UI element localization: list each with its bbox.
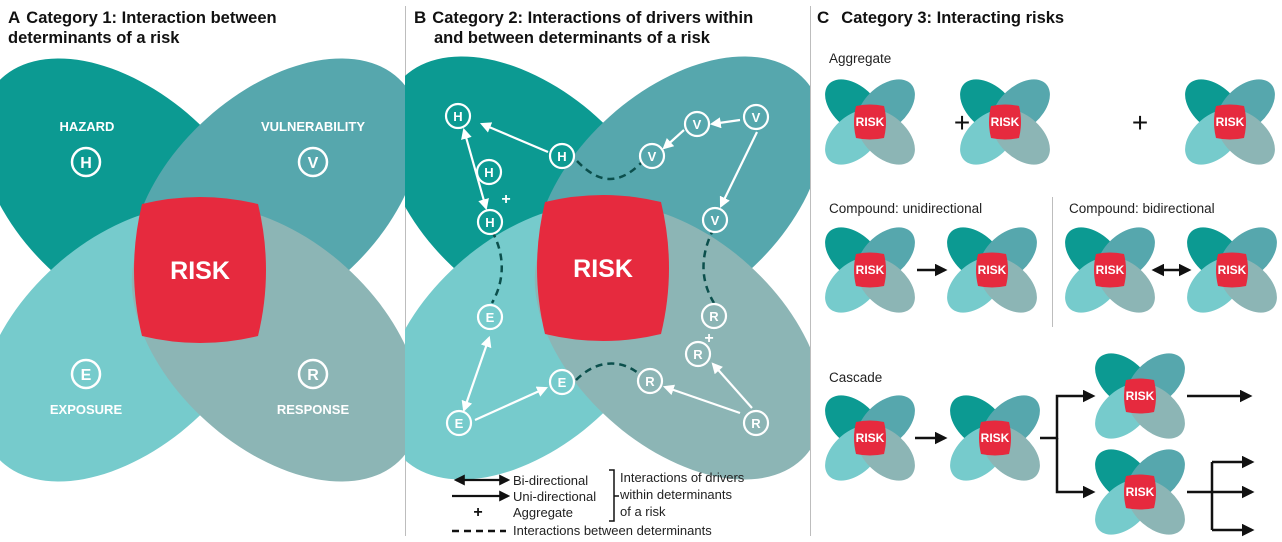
svg-text:V: V	[752, 110, 761, 125]
svg-text:Aggregate: Aggregate	[513, 505, 573, 520]
panel-c-title-text: Category 3: Interacting risks	[841, 9, 1065, 27]
svg-text:V: V	[648, 149, 657, 164]
vulnerability-node-letter: V	[308, 155, 319, 172]
exposure-label: EXPOSURE	[50, 402, 123, 417]
between-determinant-links	[490, 160, 716, 381]
svg-text:E: E	[558, 375, 567, 390]
exposure-node-letter: E	[81, 367, 92, 384]
svg-text:of a risk: of a risk	[620, 504, 666, 519]
compound-bidirectional-label: Compound: bidirectional	[1069, 201, 1215, 216]
panel-b-label: B	[414, 8, 427, 27]
svg-text:RISK: RISK	[1126, 485, 1155, 499]
panel-b-title: B Category 2: Interactions of drivers wit…	[414, 8, 753, 48]
panel-b-legend: + Bi-directional Uni-directional Aggrega…	[452, 469, 745, 538]
panel-c-title: C Category 3: Interacting risks	[817, 8, 1064, 28]
svg-text:Interactions of drivers: Interactions of drivers	[620, 470, 745, 485]
panel-b-title-line2: and between determinants of a risk	[434, 29, 710, 47]
hazard-aggregate-plus: +	[501, 191, 510, 208]
response-label: RESPONSE	[277, 402, 350, 417]
svg-text:H: H	[453, 109, 462, 124]
risk-label: RISK	[170, 257, 230, 285]
svg-text:R: R	[751, 416, 761, 431]
compound-unidirectional-label: Compound: unidirectional	[829, 201, 983, 216]
panel-b-title-line1: Category 2: Interactions of drivers with…	[432, 9, 754, 27]
panel-a-title: A Category 1: Interaction between determi…	[8, 8, 277, 48]
svg-text:+: +	[473, 504, 482, 521]
panel-c-label: C	[817, 8, 830, 27]
svg-text:within determinants: within determinants	[619, 487, 732, 502]
divider-ab	[405, 6, 406, 536]
aggregate-plus-1: +	[954, 107, 970, 138]
vulnerability-label: VULNERABILITY	[261, 119, 365, 134]
svg-text:Interactions between determina: Interactions between determinants	[513, 523, 712, 538]
svg-text:RISK: RISK	[856, 431, 885, 445]
driver-nodes	[444, 102, 770, 437]
svg-text:RISK: RISK	[1218, 263, 1247, 277]
panel-b-diagram: RISK H H H	[405, 56, 810, 538]
svg-text:Bi-directional: Bi-directional	[513, 473, 588, 488]
vulnerability-node	[297, 146, 329, 178]
svg-text:RISK: RISK	[978, 263, 1007, 277]
svg-text:V: V	[711, 213, 720, 228]
svg-text:Uni-directional: Uni-directional	[513, 489, 596, 504]
mini-risk-labels: RISK RISK RISK RISK RISK RISK RISK RISK …	[856, 115, 1247, 499]
hazard-node	[70, 146, 102, 178]
divider-bc	[810, 6, 811, 536]
svg-text:RISK: RISK	[1216, 115, 1245, 129]
hazard-label: HAZARD	[60, 119, 115, 134]
svg-text:H: H	[484, 165, 493, 180]
svg-text:RISK: RISK	[856, 115, 885, 129]
panel-a-label: A	[8, 8, 21, 27]
aggregate-label: Aggregate	[829, 51, 892, 66]
svg-text:H: H	[485, 215, 494, 230]
svg-text:E: E	[455, 416, 464, 431]
svg-text:H: H	[557, 149, 566, 164]
divider-compound	[1052, 197, 1053, 327]
panel-a-diagram: RISK HAZARD H VULNERABILITY V E EXPOSURE…	[0, 58, 410, 482]
svg-text:RISK: RISK	[991, 115, 1020, 129]
exposure-node	[70, 358, 102, 390]
svg-text:E: E	[486, 310, 495, 325]
svg-text:R: R	[693, 347, 703, 362]
driver-node-letters: H H H H V V V V E E E R R R R	[453, 109, 761, 431]
svg-text:V: V	[693, 117, 702, 132]
response-node-letter: R	[307, 367, 319, 384]
response-node	[297, 358, 329, 390]
panel-b-risk-label: RISK	[573, 255, 633, 283]
panel-c-diagram: + + RISK RISK RISK RISK RISK RISK RISK R…	[814, 68, 1282, 542]
svg-text:R: R	[709, 309, 719, 324]
aggregate-plus-2: +	[1132, 107, 1148, 138]
cascade-label: Cascade	[829, 370, 883, 385]
svg-text:R: R	[645, 374, 655, 389]
response-aggregate-plus: +	[704, 330, 713, 347]
risk-core	[134, 197, 266, 343]
panel-a-title-line2: determinants of a risk	[8, 29, 180, 47]
hazard-node-letter: H	[80, 155, 92, 172]
svg-text:RISK: RISK	[981, 431, 1010, 445]
svg-text:RISK: RISK	[1096, 263, 1125, 277]
panel-a-title-line1: Category 1: Interaction between	[26, 9, 277, 27]
svg-text:RISK: RISK	[1126, 389, 1155, 403]
svg-text:RISK: RISK	[856, 263, 885, 277]
